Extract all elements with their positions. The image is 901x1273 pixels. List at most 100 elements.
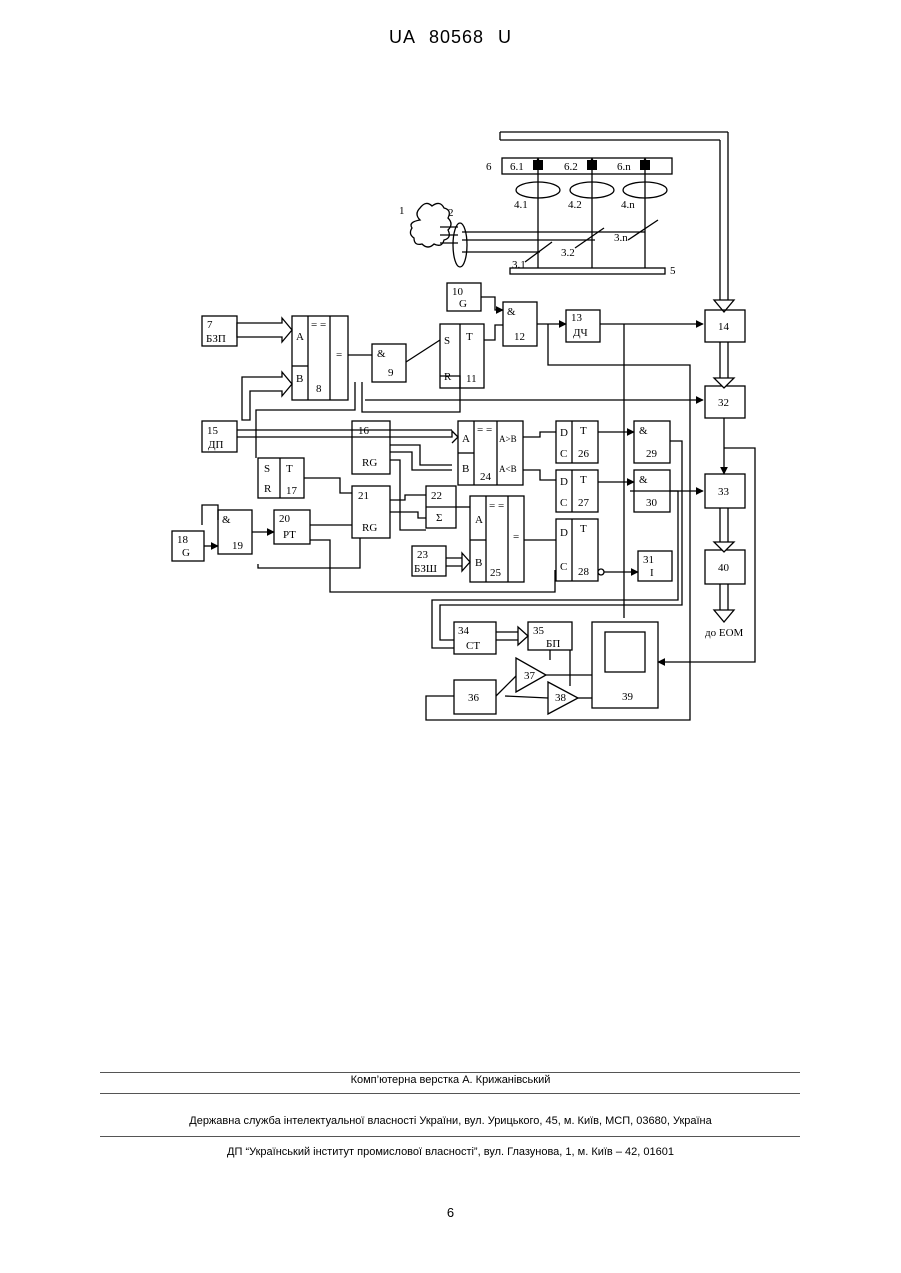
block-24-number: 24 [480,471,492,483]
label-4-2: 4.2 [568,199,582,211]
mirror-3-2 [575,228,604,248]
block-27-d: D [560,476,568,488]
block-21-name: RG [362,522,377,534]
block-23-number: 23 [417,549,429,561]
label-5: 5 [670,265,676,277]
page-number: 6 [0,1205,901,1220]
block-13-name: ДЧ [573,327,588,339]
sensor-6-1 [533,160,543,170]
footer-divider-middle [100,1093,800,1094]
block-15-number: 15 [207,425,219,437]
block-26-d: D [560,427,568,439]
block-19-number: 19 [232,540,244,552]
footer-agency: Державна служба інтелектуальної власност… [0,1115,901,1127]
block-12-number: 12 [514,331,525,343]
label-3-2: 3.2 [561,247,575,259]
block-27-number: 27 [578,497,590,509]
block-26-number: 26 [578,448,590,460]
block-16-number: 16 [358,425,370,437]
block-32-number: 32 [718,397,729,409]
label-2: 2 [448,207,454,219]
block-30-number: 30 [646,497,658,509]
block-36-number: 36 [468,692,480,704]
block-23-name: БЗШ [414,563,437,575]
label-1: 1 [399,205,405,217]
block-11-number: 11 [466,373,477,385]
block-8-b: B [296,373,303,385]
label-3-1: 3.1 [512,259,526,271]
label-6-n: 6.n [617,161,631,173]
label-4-1: 4.1 [514,199,528,211]
block-24-a: A [462,433,470,445]
block-7-number: 7 [207,319,213,331]
block-31-number: 31 [643,554,654,566]
block-9-number: 9 [388,367,394,379]
block-22-name: Σ [436,512,442,524]
block-20-name: PT [283,529,296,541]
block-13-number: 13 [571,312,583,324]
block-20-number: 20 [279,513,291,525]
label-6-1: 6.1 [510,161,524,173]
block-18-name: G [182,547,190,559]
block-24-eq: = = [477,424,492,436]
block-25-b: B [475,557,482,569]
object-cloud [410,203,451,247]
block-11-s: S [444,335,450,347]
base-5 [510,268,665,274]
block-39-number: 39 [622,691,634,703]
block-33-number: 33 [718,486,730,498]
block-24-lt: A<B [499,464,517,474]
mirror-3-n [628,220,658,240]
label-6-2: 6.2 [564,161,578,173]
block-35-name: БП [546,638,560,650]
block-29-number: 29 [646,448,658,460]
block-14-number: 14 [718,321,730,333]
block-8-number: 8 [316,383,322,395]
sensor-6-2 [587,160,597,170]
block-28-d: D [560,527,568,539]
block-21-number: 21 [358,490,369,502]
block-8-out: = [336,349,342,361]
footer-institute: ДП “Український інститут промислової вла… [0,1146,901,1158]
block-27-t: T [580,474,587,486]
block-17-number: 17 [286,485,298,497]
block-26-c: C [560,448,567,460]
block-10-name: G [459,298,467,310]
lens-2 [453,223,467,267]
block-25-a: A [475,514,483,526]
block-10-number: 10 [452,286,464,298]
block-11-r: R [444,371,452,383]
block-40-number: 40 [718,562,730,574]
output-label: до ЕОМ [705,627,744,639]
block-22-number: 22 [431,490,442,502]
block-28-c: C [560,561,567,573]
block-17-t: T [286,463,293,475]
block-26-t: T [580,425,587,437]
block-24-b: B [462,463,469,475]
label-3-n: 3.n [614,232,628,244]
block-12-op: & [507,306,516,318]
block-24-gt: A>B [499,434,517,444]
block-34-number: 34 [458,625,470,637]
block-17-s: S [264,463,270,475]
block-17-r: R [264,483,272,495]
block-8-a: A [296,331,304,343]
block-19-op: & [222,514,231,526]
block-38-number: 38 [555,692,567,704]
screen-39 [605,632,645,672]
block-28-number: 28 [578,566,590,578]
label-6: 6 [486,161,492,173]
block-15-name: ДП [208,439,224,451]
footer-layout-credit: Комп’ютерна верстка А. Крижанівський [0,1074,901,1086]
block-34-name: CT [466,640,480,652]
block-29-op: & [639,425,648,437]
block-9-op: & [377,348,386,360]
block-25-out: = [513,531,519,543]
block-27-c: C [560,497,567,509]
block-8-eq: = = [311,319,326,331]
block-16-name: RG [362,457,377,469]
block-25-eq: = = [489,500,504,512]
label-4-n: 4.n [621,199,635,211]
block-35-number: 35 [533,625,545,637]
block-25-number: 25 [490,567,502,579]
